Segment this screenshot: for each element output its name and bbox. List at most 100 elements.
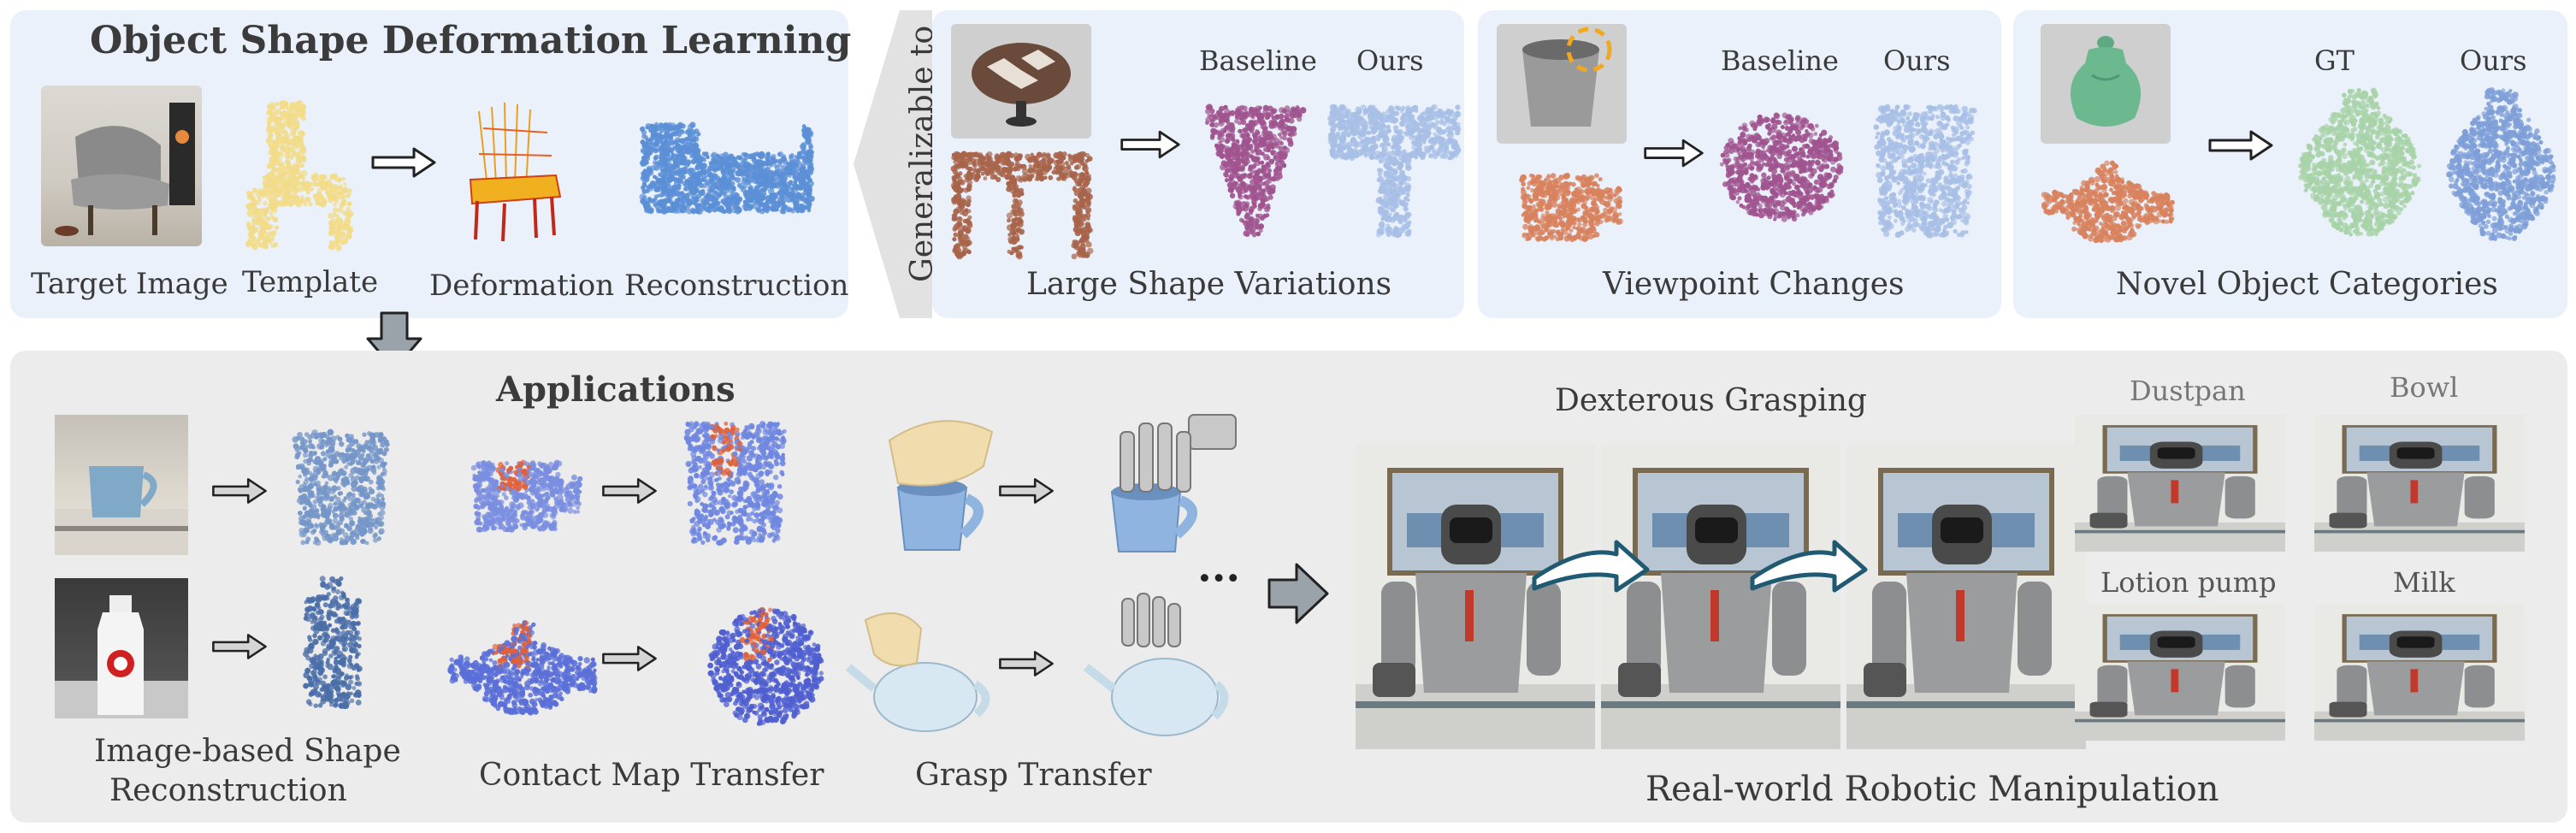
- point: [951, 213, 956, 218]
- point: [1377, 172, 1382, 177]
- point: [287, 195, 292, 200]
- point: [725, 155, 731, 161]
- cup-icon: [1522, 27, 1612, 127]
- point: [1397, 218, 1403, 225]
- point: [1391, 232, 1397, 238]
- point: [744, 178, 749, 183]
- point: [753, 185, 759, 190]
- point: [1042, 162, 1048, 167]
- point: [1616, 195, 1622, 202]
- point: [742, 190, 749, 197]
- point: [332, 221, 337, 226]
- point: [1299, 107, 1307, 114]
- point: [1264, 180, 1270, 186]
- point: [1220, 137, 1226, 143]
- point: [1238, 194, 1244, 200]
- point: [1542, 181, 1547, 186]
- point: [1017, 207, 1024, 214]
- point: [1531, 204, 1536, 209]
- point: [1526, 204, 1533, 211]
- point: [316, 187, 322, 193]
- point: [975, 174, 981, 180]
- point: [1265, 162, 1270, 167]
- point: [736, 182, 743, 188]
- point: [777, 204, 782, 209]
- point: [967, 215, 972, 220]
- point: [1596, 187, 1602, 193]
- point: [1795, 213, 1800, 218]
- point: [1733, 156, 1739, 162]
- point: [1444, 115, 1450, 121]
- point: [1439, 115, 1445, 121]
- point: [1276, 169, 1283, 176]
- point: [1235, 186, 1243, 193]
- point: [742, 183, 748, 189]
- point: [1228, 162, 1233, 168]
- point: [1072, 171, 1078, 177]
- point: [1082, 166, 1087, 171]
- point: [1045, 152, 1051, 158]
- point: [993, 175, 997, 180]
- point: [694, 156, 700, 162]
- point: [1592, 233, 1596, 239]
- point: [1242, 105, 1248, 111]
- point: [773, 169, 780, 175]
- point: [717, 166, 722, 171]
- point: [653, 154, 659, 160]
- point: [962, 218, 967, 224]
- point: [675, 137, 681, 144]
- point: [1449, 118, 1454, 123]
- point: [664, 127, 671, 133]
- point: [272, 123, 278, 129]
- point: [715, 154, 719, 158]
- point: [1521, 181, 1526, 187]
- point: [1012, 190, 1017, 196]
- point: [1018, 222, 1024, 227]
- point: [331, 174, 337, 179]
- point: [1566, 189, 1571, 195]
- point: [714, 200, 721, 206]
- point: [1400, 189, 1406, 195]
- point: [717, 159, 723, 165]
- point: [1534, 208, 1539, 213]
- caption-large-shape: Large Shape Variations: [1026, 267, 1392, 302]
- point: [1278, 139, 1283, 145]
- point: [1369, 145, 1376, 151]
- point: [741, 204, 747, 210]
- point: [677, 171, 684, 178]
- label-deformation: Deformation: [429, 269, 615, 303]
- point: [1297, 116, 1303, 122]
- point: [682, 180, 688, 186]
- point: [1360, 122, 1364, 127]
- point: [1433, 114, 1439, 121]
- point: [703, 194, 708, 199]
- label-ours-large: Ours: [1356, 44, 1424, 77]
- point: [1334, 107, 1341, 114]
- point: [1390, 207, 1396, 213]
- point: [794, 185, 799, 190]
- point: [1565, 220, 1572, 227]
- point: [302, 105, 306, 109]
- point: [689, 153, 694, 159]
- point: [1585, 229, 1591, 236]
- point: [271, 141, 278, 148]
- point: [1572, 226, 1576, 230]
- point: [1350, 115, 1356, 121]
- point: [666, 121, 672, 128]
- point: [1404, 186, 1411, 192]
- point: [1441, 150, 1447, 155]
- point: [1377, 209, 1383, 215]
- point: [1270, 120, 1277, 127]
- point: [1419, 127, 1425, 133]
- point: [1772, 157, 1777, 162]
- point: [1244, 204, 1250, 209]
- point: [690, 192, 697, 199]
- point: [1273, 173, 1278, 177]
- point: [321, 181, 327, 187]
- point: [1428, 113, 1433, 118]
- point: [1339, 153, 1345, 160]
- point: [681, 200, 686, 205]
- point: [1064, 161, 1069, 166]
- point: [277, 174, 284, 181]
- point: [1335, 122, 1341, 128]
